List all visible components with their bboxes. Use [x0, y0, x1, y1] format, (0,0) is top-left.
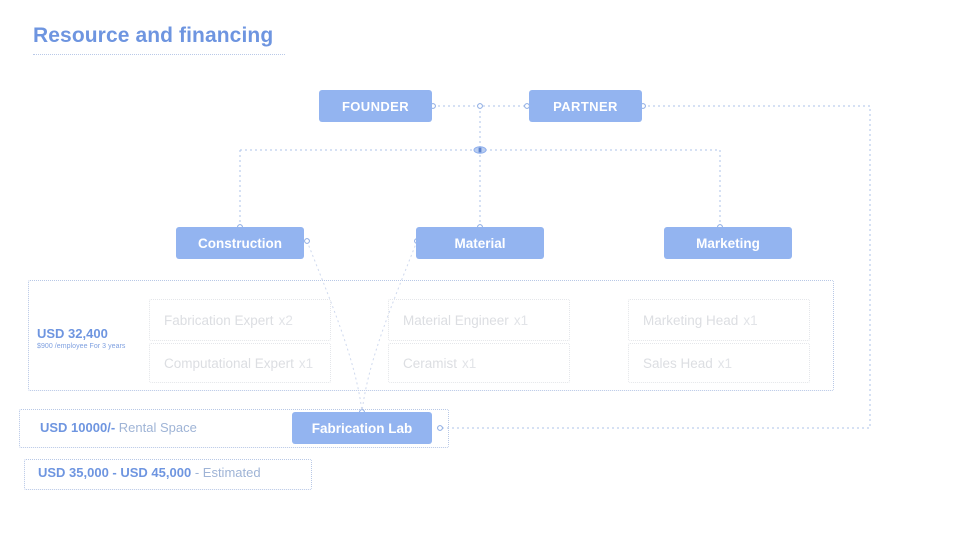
node-marketing-label: Marketing [696, 235, 760, 251]
role-count: x1 [462, 355, 477, 371]
node-construction[interactable]: Construction [176, 227, 304, 259]
role-count: x1 [298, 355, 314, 371]
role-count: x1 [717, 355, 733, 371]
node-material-label: Material [454, 235, 506, 251]
role-chip[interactable]: Marketing Head x1 [628, 299, 810, 341]
node-fabrication-lab-label: Fabrication Lab [311, 420, 413, 436]
role-count: x1 [513, 312, 529, 328]
role-chip[interactable]: Ceramist x1 [388, 343, 570, 383]
node-founder[interactable]: FOUNDER [319, 90, 432, 122]
role-chip[interactable]: Fabrication Expert x2 [149, 299, 331, 341]
staffing-cost-note: $900 /employee For 3 years [37, 343, 126, 350]
total-cost-description: - Estimated [194, 465, 261, 480]
node-partner[interactable]: PARTNER [529, 90, 642, 122]
total-region [24, 459, 312, 490]
role-name: Material Engineer [403, 312, 509, 328]
rental-region [19, 409, 449, 448]
staffing-cost-amount: USD 32,400 [37, 326, 108, 341]
node-founder-label: FOUNDER [341, 98, 410, 114]
role-count: x2 [278, 312, 293, 328]
role-count: x1 [743, 312, 758, 328]
node-construction-label: Construction [198, 235, 282, 251]
role-chip[interactable]: Material Engineer x1 [388, 299, 570, 341]
total-cost: USD 35,000 - USD 45,000 - Estimated [38, 465, 261, 480]
rental-cost: USD 10000/- Rental Space [40, 420, 197, 435]
node-partner-label: PARTNER [553, 98, 618, 114]
role-chip[interactable]: Sales Head x1 [628, 343, 810, 383]
role-name: Fabrication Expert [164, 312, 274, 328]
port-construction-right [304, 238, 310, 244]
node-material[interactable]: Material [416, 227, 544, 259]
role-name: Ceramist [403, 355, 458, 371]
role-name: Marketing Head [643, 312, 739, 328]
rental-cost-amount: USD 10000/- [40, 420, 116, 435]
total-cost-amount: USD 35,000 - USD 45,000 [38, 465, 192, 480]
rental-cost-description: Rental Space [118, 420, 197, 435]
port-bus-center [477, 103, 483, 109]
role-chip[interactable]: Computational Expert x1 [149, 343, 331, 383]
role-name: Computational Expert [164, 355, 294, 371]
page-title-text: Resource and financing [33, 24, 274, 47]
node-marketing[interactable]: Marketing [664, 227, 792, 259]
role-name: Sales Head [643, 355, 713, 371]
node-fabrication-lab[interactable]: Fabrication Lab [292, 412, 432, 444]
staffing-cost: USD 32,400 $900 /employee For 3 years [37, 326, 125, 350]
bus-junction-marker [473, 146, 487, 154]
page-title: Resource and financing [33, 24, 285, 55]
